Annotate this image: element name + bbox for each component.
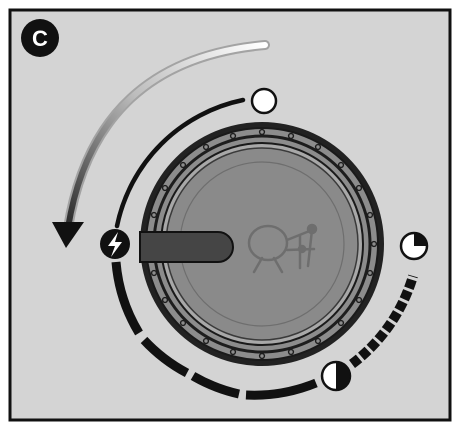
counterclockwise-arrow-icon [52, 40, 270, 248]
grill-logo-icon [247, 223, 318, 274]
low-range-dashed-arc [348, 274, 418, 368]
control-knob[interactable] [139, 122, 384, 366]
lower-range-arc [111, 261, 318, 400]
half-circle-icon [320, 360, 352, 392]
upper-range-arc [114, 97, 246, 229]
full-circle-icon [399, 231, 429, 261]
badge-label: C [32, 26, 48, 51]
lightning-bolt-icon [100, 229, 130, 259]
step-badge: C [21, 19, 59, 57]
badge-circle [21, 19, 59, 57]
knob-handle[interactable] [139, 231, 234, 263]
off-circle-icon [250, 87, 278, 115]
